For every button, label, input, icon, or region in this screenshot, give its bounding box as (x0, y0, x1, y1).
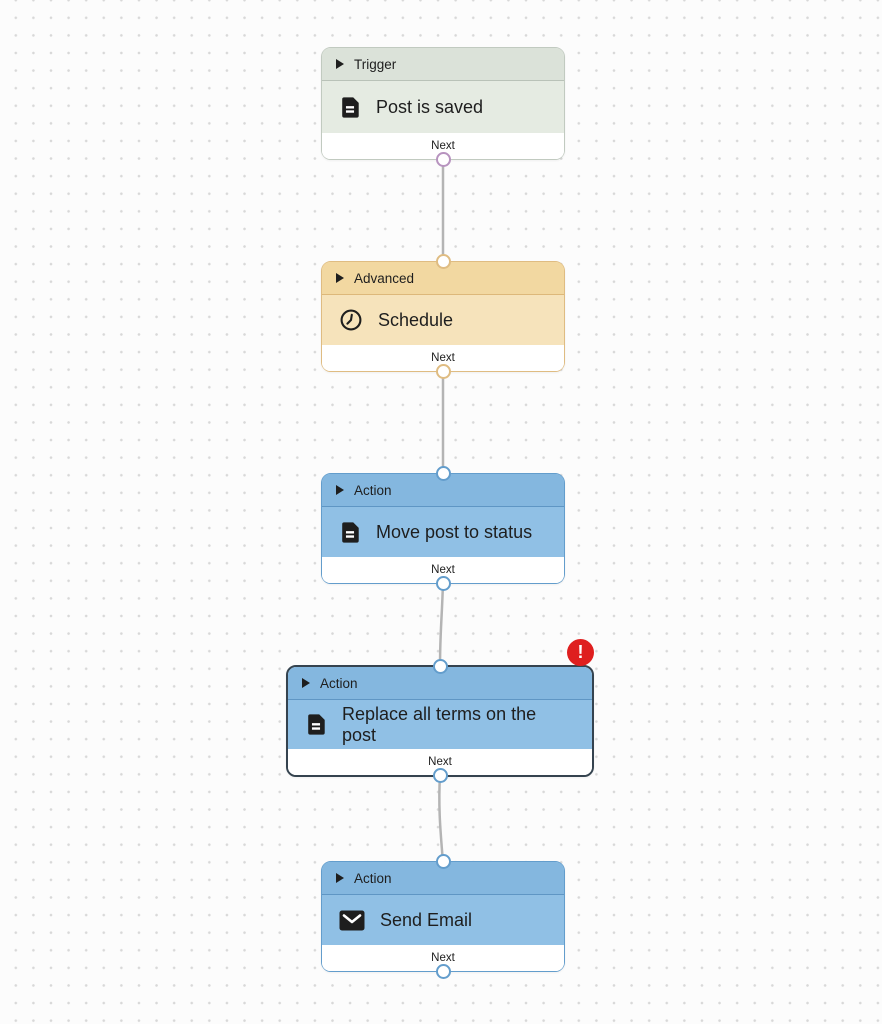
workflow-node-trigger[interactable]: Trigger Post is saved Next (321, 47, 565, 167)
node-category-label: Action (354, 482, 392, 498)
collapse-triangle-icon[interactable] (336, 273, 344, 283)
node-body: Post is saved (322, 81, 564, 133)
input-handle[interactable] (435, 466, 451, 481)
input-handle[interactable] (435, 854, 451, 869)
edge-connector[interactable] (438, 581, 445, 668)
collapse-triangle-icon[interactable] (302, 678, 310, 688)
node-body: Send Email (322, 895, 564, 945)
node-title-label: Send Email (380, 909, 473, 930)
envelope-icon (339, 910, 365, 931)
input-handle[interactable] (432, 659, 448, 674)
next-output-label: Next (431, 140, 455, 152)
output-handle[interactable] (432, 768, 448, 783)
edge-connector[interactable] (438, 774, 445, 864)
workflow-node-action-send-email[interactable]: Action Send Email Next (321, 854, 565, 979)
input-handle[interactable] (435, 254, 451, 269)
node-footer: Next (322, 945, 564, 971)
output-handle[interactable] (435, 964, 451, 979)
collapse-triangle-icon[interactable] (336, 873, 344, 883)
next-output-label: Next (431, 952, 455, 964)
node-category-label: Advanced (354, 270, 415, 286)
node-title-label: Replace all terms on the post (342, 703, 537, 745)
document-icon (339, 521, 361, 544)
node-category-label: Action (354, 870, 392, 886)
collapse-triangle-icon[interactable] (336, 59, 344, 69)
document-icon (305, 713, 327, 736)
output-handle[interactable] (435, 364, 451, 379)
workflow-node-advanced[interactable]: Advanced Schedule Next (321, 254, 565, 379)
output-handle[interactable] (435, 152, 451, 167)
node-body: Replace all terms on the post (288, 700, 592, 749)
node-category-label: Action (320, 675, 358, 691)
error-badge-symbol: ! (577, 642, 584, 662)
node-title-label: Post is saved (376, 96, 484, 117)
error-badge[interactable]: ! (567, 639, 594, 666)
document-icon (339, 96, 361, 119)
node-title-label: Move post to status (376, 521, 533, 542)
next-output-label: Next (431, 564, 455, 576)
workflow-node-action-move-post[interactable]: Action Move post to status Next (321, 466, 565, 591)
node-title-label: Schedule (378, 309, 454, 330)
node-category-label: Trigger (354, 56, 397, 72)
next-output-label: Next (428, 756, 452, 768)
next-output-label: Next (431, 352, 455, 364)
node-body: Move post to status (322, 507, 564, 557)
node-header[interactable]: Trigger (322, 48, 564, 81)
collapse-triangle-icon[interactable] (336, 485, 344, 495)
clock-icon (339, 308, 363, 332)
node-body: Schedule (322, 295, 564, 345)
output-handle[interactable] (435, 576, 451, 591)
workflow-node-action-replace-terms[interactable]: ! Action Replace all terms on the post N… (286, 639, 594, 783)
